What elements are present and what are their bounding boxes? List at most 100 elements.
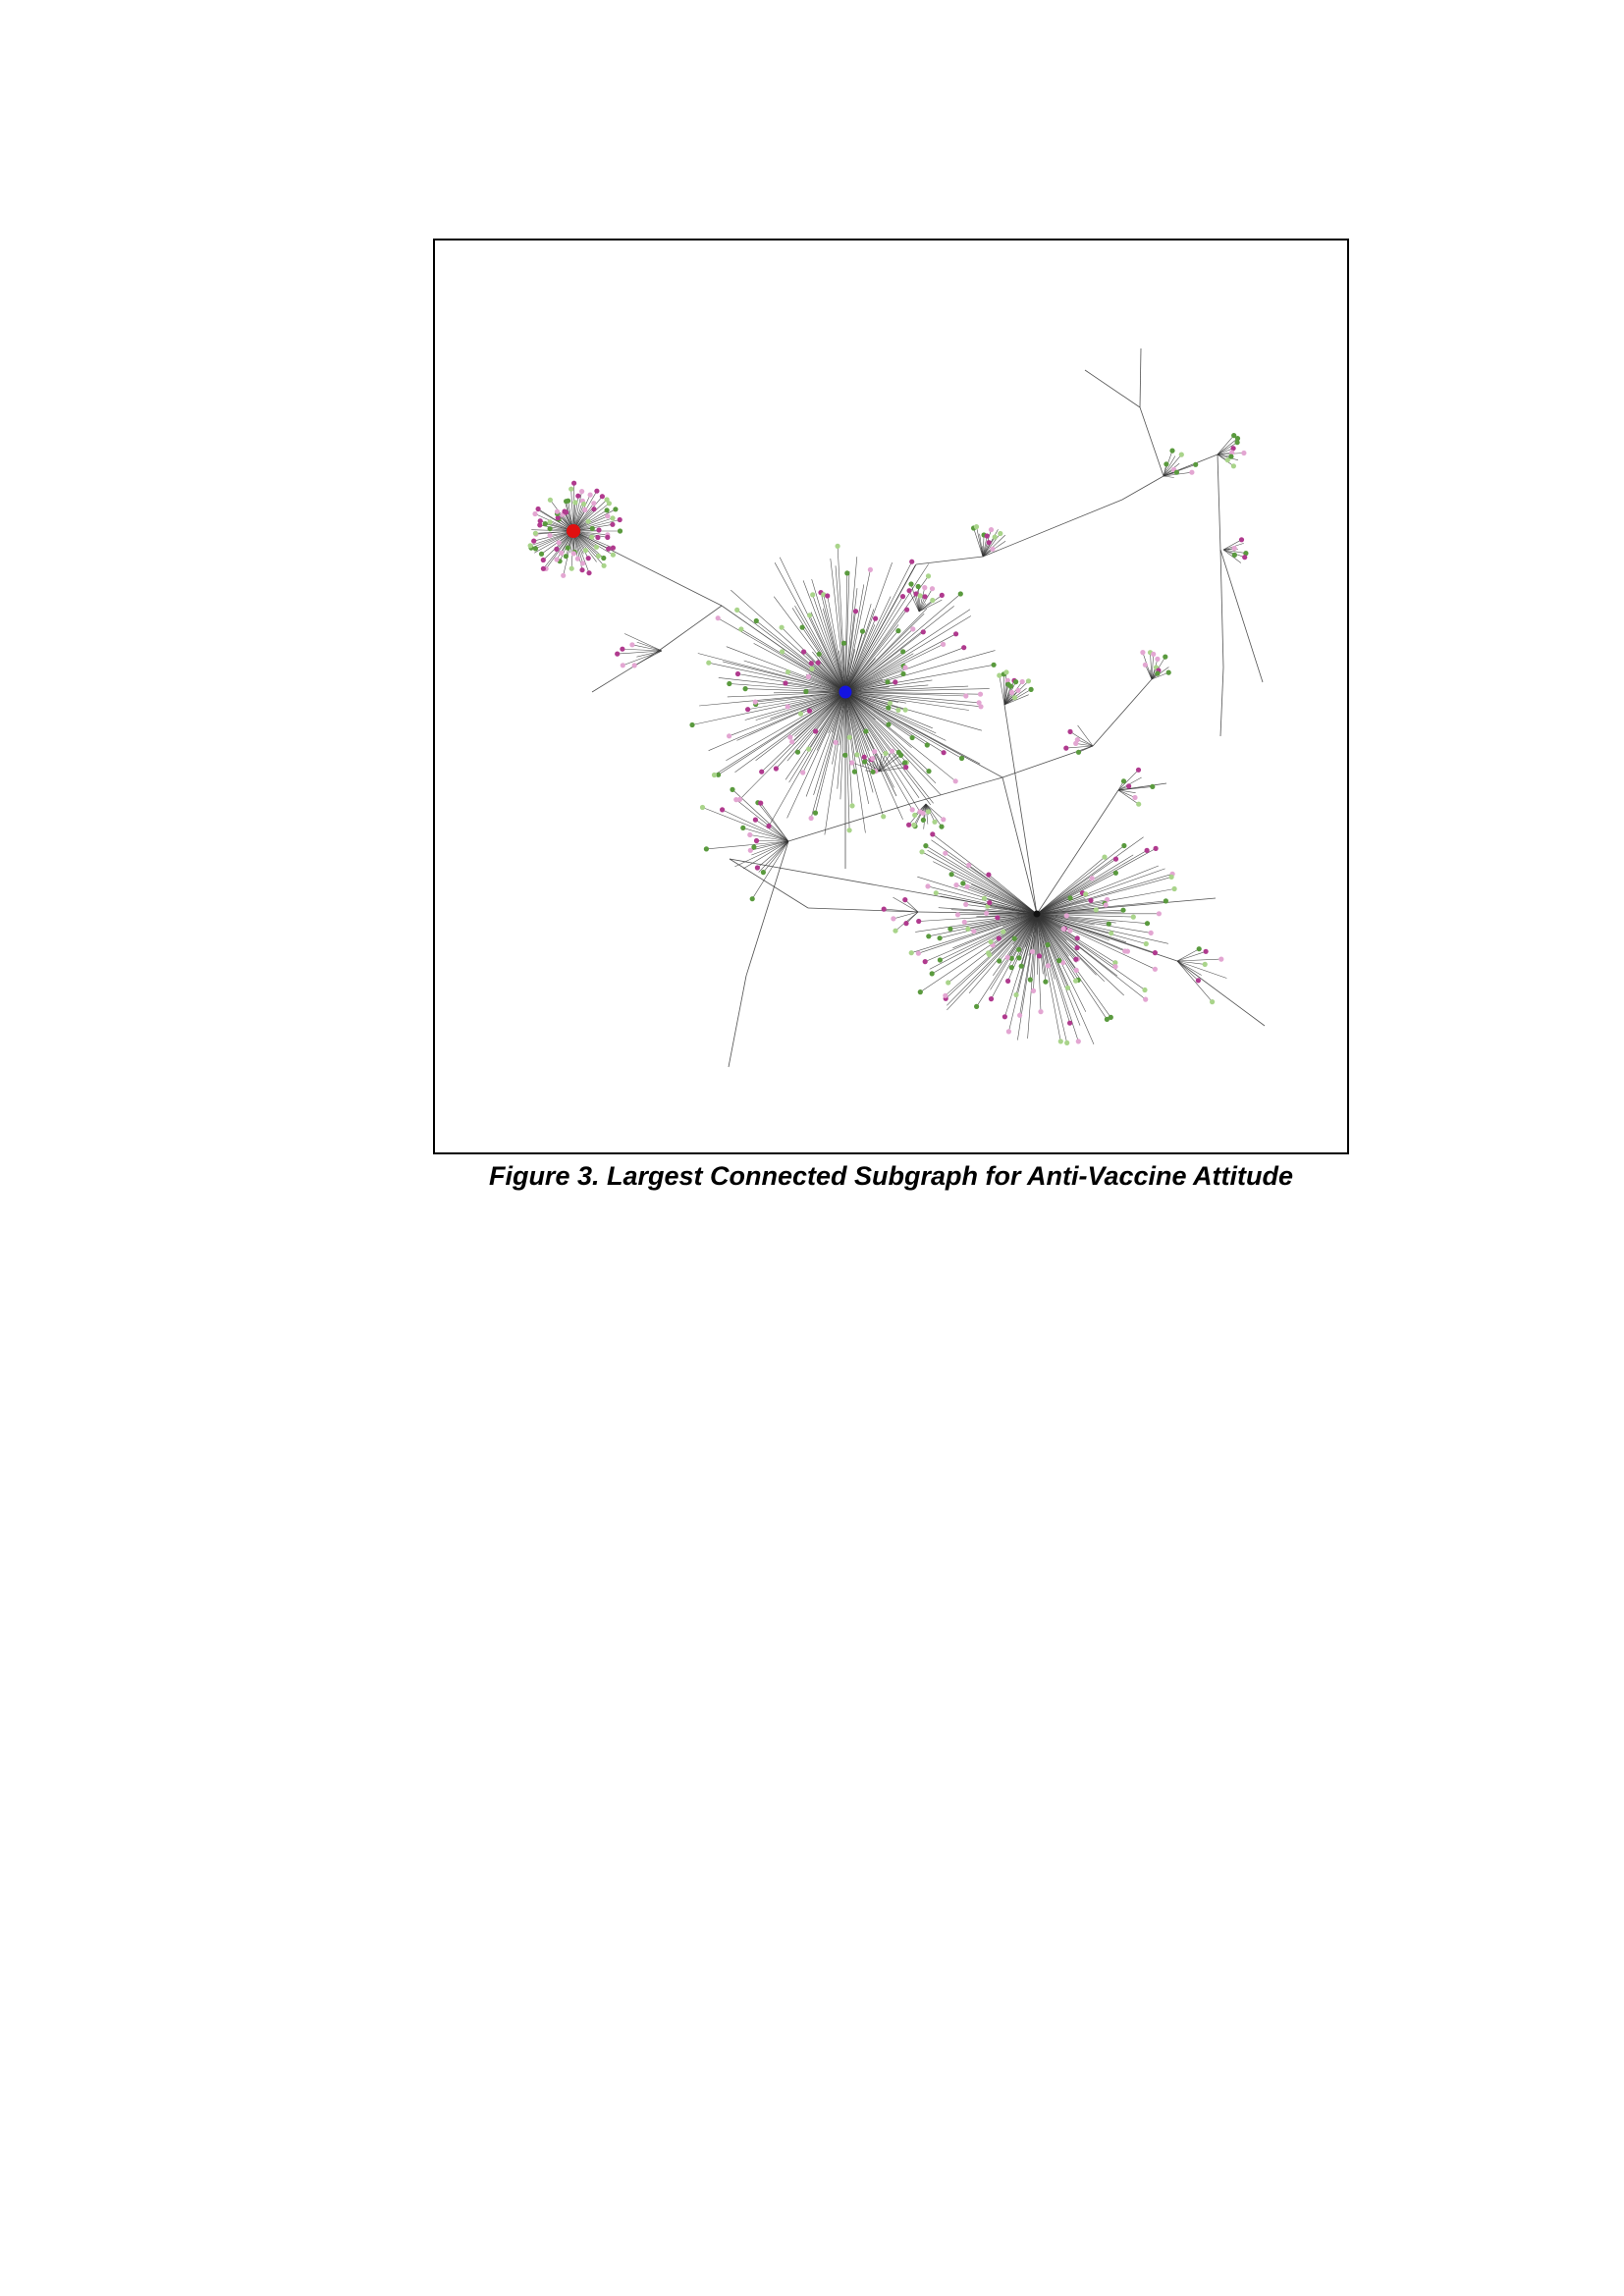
graph-edge bbox=[1117, 789, 1136, 798]
graph-node bbox=[1089, 876, 1095, 881]
graph-edge bbox=[726, 646, 846, 693]
graph-node bbox=[585, 518, 591, 524]
graph-edge bbox=[1036, 913, 1110, 925]
graph-edge bbox=[1036, 848, 1157, 915]
graph-edge bbox=[622, 648, 663, 652]
graph-edge bbox=[745, 688, 846, 693]
graph-node bbox=[1142, 662, 1148, 667]
graph-node bbox=[886, 721, 892, 727]
graph-edge bbox=[844, 649, 856, 693]
graph-edge bbox=[691, 691, 846, 725]
graph-edge bbox=[1139, 406, 1164, 477]
graph-node bbox=[929, 586, 936, 592]
graph-node bbox=[1045, 941, 1051, 948]
graph-node bbox=[895, 628, 901, 634]
graph-edge bbox=[623, 650, 663, 667]
graph-node bbox=[1073, 967, 1079, 974]
graph-node bbox=[1074, 935, 1080, 941]
graph-edge bbox=[844, 624, 876, 693]
graph-edge bbox=[844, 691, 932, 806]
graph-edge bbox=[572, 530, 590, 573]
graph-edge bbox=[927, 849, 1038, 915]
graph-edge bbox=[918, 587, 926, 613]
graph-edge bbox=[1036, 913, 1168, 944]
graph-edge bbox=[908, 590, 920, 613]
graph-edge bbox=[737, 673, 846, 693]
graph-node bbox=[997, 672, 1002, 678]
graph-edge bbox=[928, 913, 1038, 937]
graph-edge bbox=[952, 913, 1038, 949]
graph-edge bbox=[844, 691, 947, 741]
graph-edge bbox=[1078, 745, 1094, 753]
graph-node bbox=[939, 592, 945, 598]
graph-edge bbox=[1036, 874, 1173, 915]
graph-node bbox=[984, 533, 990, 539]
graph-node bbox=[816, 651, 822, 657]
graph-edge bbox=[750, 840, 789, 851]
graph-edge bbox=[982, 533, 1001, 558]
graph-edge bbox=[933, 861, 1038, 915]
graph-node bbox=[751, 844, 757, 850]
graph-edge bbox=[572, 519, 621, 532]
graph-edge bbox=[1036, 913, 1095, 926]
graph-node bbox=[953, 631, 959, 637]
graph-node bbox=[859, 628, 866, 634]
graph-node bbox=[547, 532, 553, 539]
graph-node bbox=[615, 651, 621, 657]
graph-node bbox=[594, 488, 600, 494]
graph-edge bbox=[810, 612, 846, 693]
nodes-layer bbox=[527, 433, 1249, 1045]
graph-edge bbox=[844, 563, 929, 693]
graph-node bbox=[1231, 552, 1237, 558]
graph-edge bbox=[1139, 347, 1142, 408]
graph-edge bbox=[743, 660, 846, 693]
graph-edge bbox=[910, 583, 920, 613]
graph-edge bbox=[755, 691, 846, 705]
graph-node bbox=[579, 489, 585, 495]
graph-edge bbox=[844, 691, 869, 804]
graph-node bbox=[1025, 678, 1032, 684]
graph-node bbox=[806, 708, 813, 714]
graph-node bbox=[925, 573, 932, 579]
graph-edge bbox=[794, 691, 846, 737]
graph-node bbox=[926, 934, 932, 939]
graph-edge bbox=[1219, 549, 1224, 668]
graph-edge bbox=[1163, 455, 1176, 477]
graph-node bbox=[932, 819, 938, 825]
graph-edge bbox=[1003, 684, 1009, 706]
graph-edge bbox=[844, 691, 934, 804]
graph-node bbox=[1152, 966, 1158, 972]
graph-node bbox=[852, 609, 859, 614]
graph-edge bbox=[844, 691, 889, 709]
graph-edge bbox=[816, 691, 846, 751]
graph-edge bbox=[908, 803, 927, 826]
graph-edge bbox=[787, 801, 917, 842]
graph-node bbox=[575, 493, 581, 499]
figure-caption: Figure 3. Largest Connected Subgraph for… bbox=[488, 1161, 1294, 1191]
edges-layer bbox=[530, 347, 1266, 1068]
graph-edge bbox=[1036, 913, 1079, 981]
graph-edge bbox=[844, 691, 850, 830]
graph-node bbox=[1067, 928, 1073, 934]
graph-node bbox=[1001, 1014, 1007, 1020]
graph-edge bbox=[1036, 913, 1152, 934]
graph-node bbox=[1173, 469, 1179, 475]
graph-edge bbox=[1036, 865, 1160, 915]
graph-node bbox=[988, 938, 994, 945]
graph-edge bbox=[1036, 913, 1077, 963]
graph-node bbox=[747, 847, 753, 853]
graph-node bbox=[930, 831, 936, 837]
graph-edge bbox=[1036, 913, 1146, 1000]
graph-edge bbox=[1036, 913, 1079, 1041]
graph-node bbox=[773, 766, 779, 772]
graph-node bbox=[591, 501, 597, 507]
graph-edge bbox=[1036, 913, 1042, 1012]
graph-node bbox=[902, 707, 908, 713]
graph-node bbox=[917, 989, 923, 995]
graph-edge bbox=[1036, 913, 1081, 1026]
graph-edge bbox=[1151, 667, 1169, 680]
graph-edge bbox=[570, 489, 574, 532]
graph-edge bbox=[843, 643, 846, 693]
graph-node bbox=[1005, 978, 1011, 985]
graph-edge bbox=[728, 975, 747, 1068]
